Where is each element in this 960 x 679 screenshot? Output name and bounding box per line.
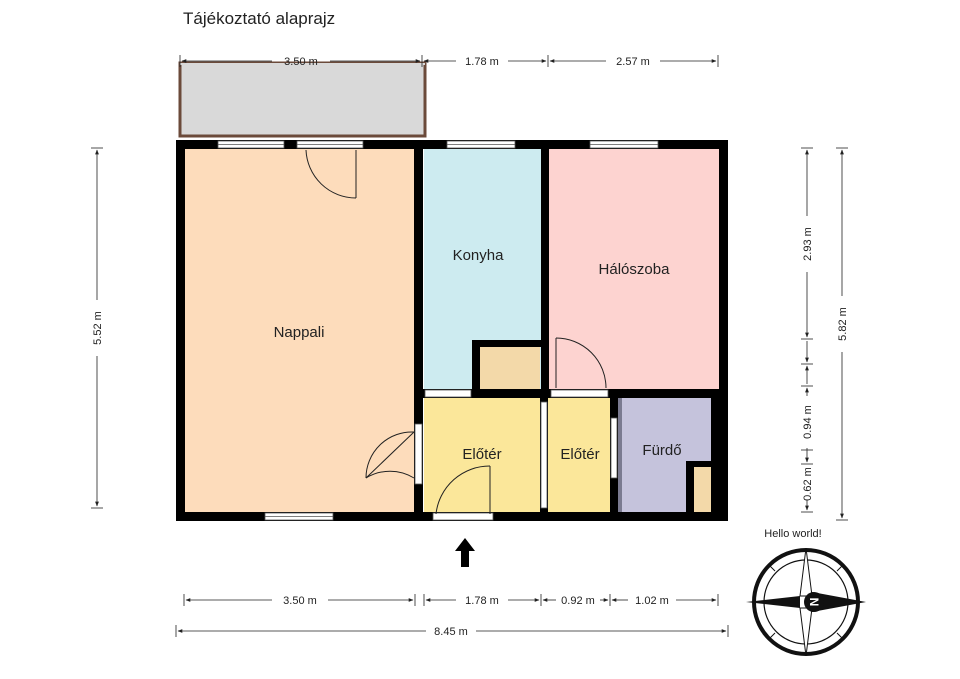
compass-label: Hello world! [764,528,821,540]
room-haloszoba [549,148,719,390]
dim-bottom-living: 3.50 m [283,595,317,607]
label-konyha: Konyha [453,247,505,264]
entrance-arrow-icon [455,538,475,567]
left-dimension [91,147,103,509]
bottom-dimensions [175,594,729,637]
dim-right-total: 5.82 m [837,307,849,341]
dim-bottom-bath: 1.02 m [635,595,669,607]
room-eloter-2 [548,398,610,512]
label-haloszoba: Hálószoba [599,261,671,278]
dim-left-height: 5.52 m [92,311,104,345]
label-eloter-1: Előtér [462,446,501,463]
compass-icon: N [746,547,866,657]
kitchen-storage [480,346,540,390]
dim-bottom-hall: 1.78 m [465,595,499,607]
dim-right-mid: 0.94 m [802,405,814,439]
dim-bottom-hall2: 0.92 m [561,595,595,607]
dim-top-balcony: 3.50 m [284,56,318,68]
top-dimensions [179,55,719,67]
balcony-top-edge [180,63,425,65]
dim-bottom-total: 8.45 m [434,626,468,638]
compass-letter: N [807,598,821,607]
page-title: Tájékoztató alaprajz [183,9,336,28]
doors [305,149,607,515]
dim-top-kitchen: 1.78 m [465,56,499,68]
label-nappali: Nappali [274,324,325,341]
right-dimensions [801,147,848,521]
dim-top-bedroom: 2.57 m [616,56,650,68]
balcony [178,61,427,138]
windows [217,140,659,521]
label-furdo: Fürdő [642,442,681,459]
label-eloter-2: Előtér [560,446,599,463]
room-nappali [184,148,414,512]
dim-right-upper: 2.93 m [802,227,814,261]
dim-right-low: 0.62 m [802,467,814,501]
